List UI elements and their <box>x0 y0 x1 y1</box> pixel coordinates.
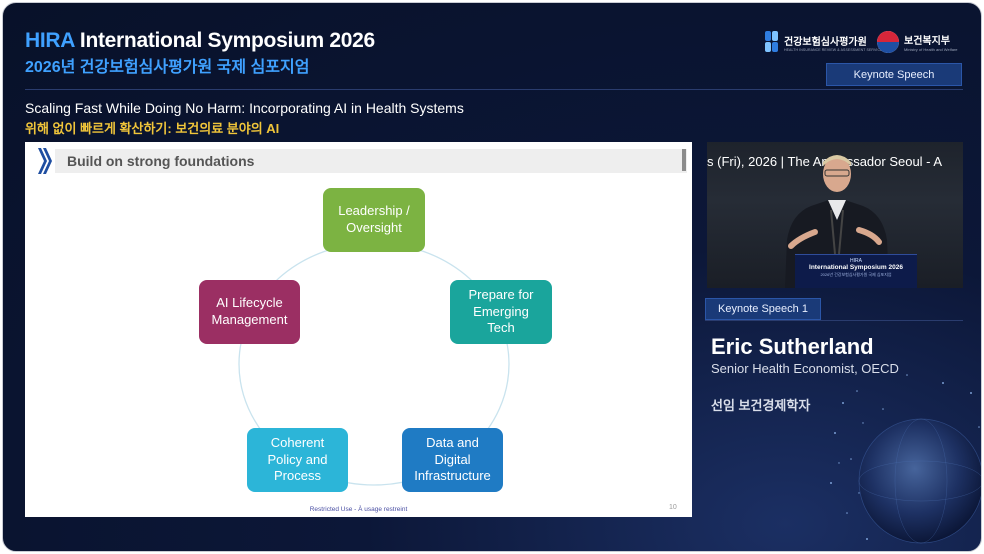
talk-title-korean: 위해 없이 빠르게 확산하기: 보건의료 분야의 AI <box>25 121 280 136</box>
session-badge: Keynote Speech <box>826 63 962 86</box>
cycle-node-line: Data and <box>426 435 479 451</box>
cycle-node-line: Infrastructure <box>414 468 491 484</box>
speaker-divider <box>705 320 963 321</box>
cycle-node-line: Prepare for <box>468 287 534 303</box>
cycle-node-label: Leadership /Oversight <box>338 203 410 236</box>
symposium-title-korean: 2026년 건강보험심사평가원 국제 심포지엄 <box>25 59 310 76</box>
cycle-node-line: AI Lifecycle <box>216 295 283 311</box>
presentation-slide: Build on strong foundations Leadership /… <box>25 142 692 517</box>
cycle-node-leadership: Leadership /Oversight <box>323 188 425 252</box>
cycle-node-line: Management <box>211 312 288 327</box>
mohw-logo: 보건복지부 Ministry of Health and Welfare <box>877 31 958 53</box>
cycle-node-line: Policy and <box>267 451 328 467</box>
cycle-node-line: Leadership / <box>338 203 410 219</box>
header-divider <box>25 89 963 90</box>
cycle-node-line: Tech <box>487 320 515 336</box>
cycle-node-line: Digital <box>434 451 471 467</box>
title-rest: International Symposium 2026 <box>79 29 375 52</box>
hira-logo: 건강보험심사평가원 HEALTH INSURANCE REVIEW & ASSE… <box>765 31 883 53</box>
mohw-logo-name: 보건복지부 <box>904 36 950 47</box>
podium-line3: 2026년 건강보험심사평가원 국제 심포지엄 <box>820 272 892 277</box>
cycle-node-line: Oversight <box>346 220 402 235</box>
speaker-role-korean: 선임 보건경제학자 <box>711 398 811 413</box>
podium-line2: International Symposium 2026 <box>809 264 903 271</box>
title-accent: HIRA <box>25 29 75 52</box>
hira-logo-sub: HEALTH INSURANCE REVIEW & ASSESSMENT SER… <box>784 47 883 52</box>
cycle-node-line: Process <box>274 468 321 484</box>
cycle-node-line: Emerging <box>473 303 529 319</box>
talk-title-english: Scaling Fast While Doing No Harm: Incorp… <box>25 100 464 116</box>
slide-heading: Build on strong foundations <box>67 153 255 169</box>
oecd-logo-icon <box>38 148 52 174</box>
symposium-title: HIRA International Symposium 2026 <box>25 29 375 53</box>
keynote-badge: Keynote Speech 1 <box>705 298 821 320</box>
podium-line1: HIRA <box>850 258 862 264</box>
speaker-role: Senior Health Economist, OECD <box>711 361 899 376</box>
cycle-node-line: Coherent <box>270 435 325 451</box>
taegeuk-icon <box>877 31 899 53</box>
slide-page-number: 10 <box>669 504 677 511</box>
mohw-logo-sub: Ministry of Health and Welfare <box>904 47 958 52</box>
podium: HIRA International Symposium 2026 2026년 … <box>795 254 917 288</box>
slide-heading-bar <box>55 149 687 173</box>
speaker-name: Eric Sutherland <box>711 334 874 359</box>
speaker-video: s (Fri), 2026 | The Ambassador Seoul - A… <box>707 142 963 288</box>
hira-logo-name: 건강보험심사평가원 <box>784 36 867 48</box>
slide-heading-accent <box>682 149 686 171</box>
globe-icon <box>830 374 981 544</box>
hira-mark-icon <box>765 31 779 53</box>
restricted-use-note: Restricted Use - À usage restreint <box>309 506 408 513</box>
